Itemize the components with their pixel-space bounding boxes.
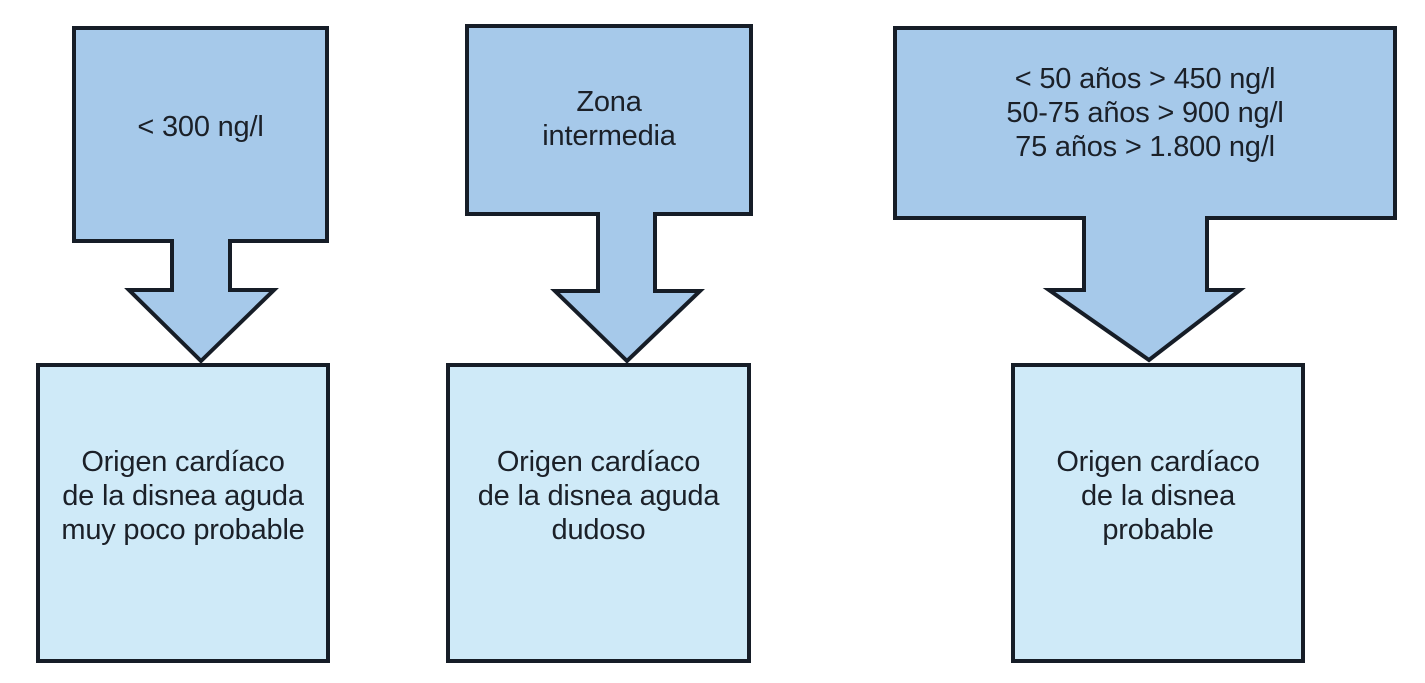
- column-2-top-box-with-arrow-shape[interactable]: [465, 24, 753, 364]
- column-1-bottom-box[interactable]: [36, 363, 330, 663]
- column-3-top-box-with-arrow-shape[interactable]: [893, 26, 1397, 363]
- column-2-bottom-box[interactable]: [446, 363, 751, 663]
- column-3-bottom-box[interactable]: [1011, 363, 1305, 663]
- column-1-top-box-with-arrow-shape[interactable]: [72, 26, 329, 364]
